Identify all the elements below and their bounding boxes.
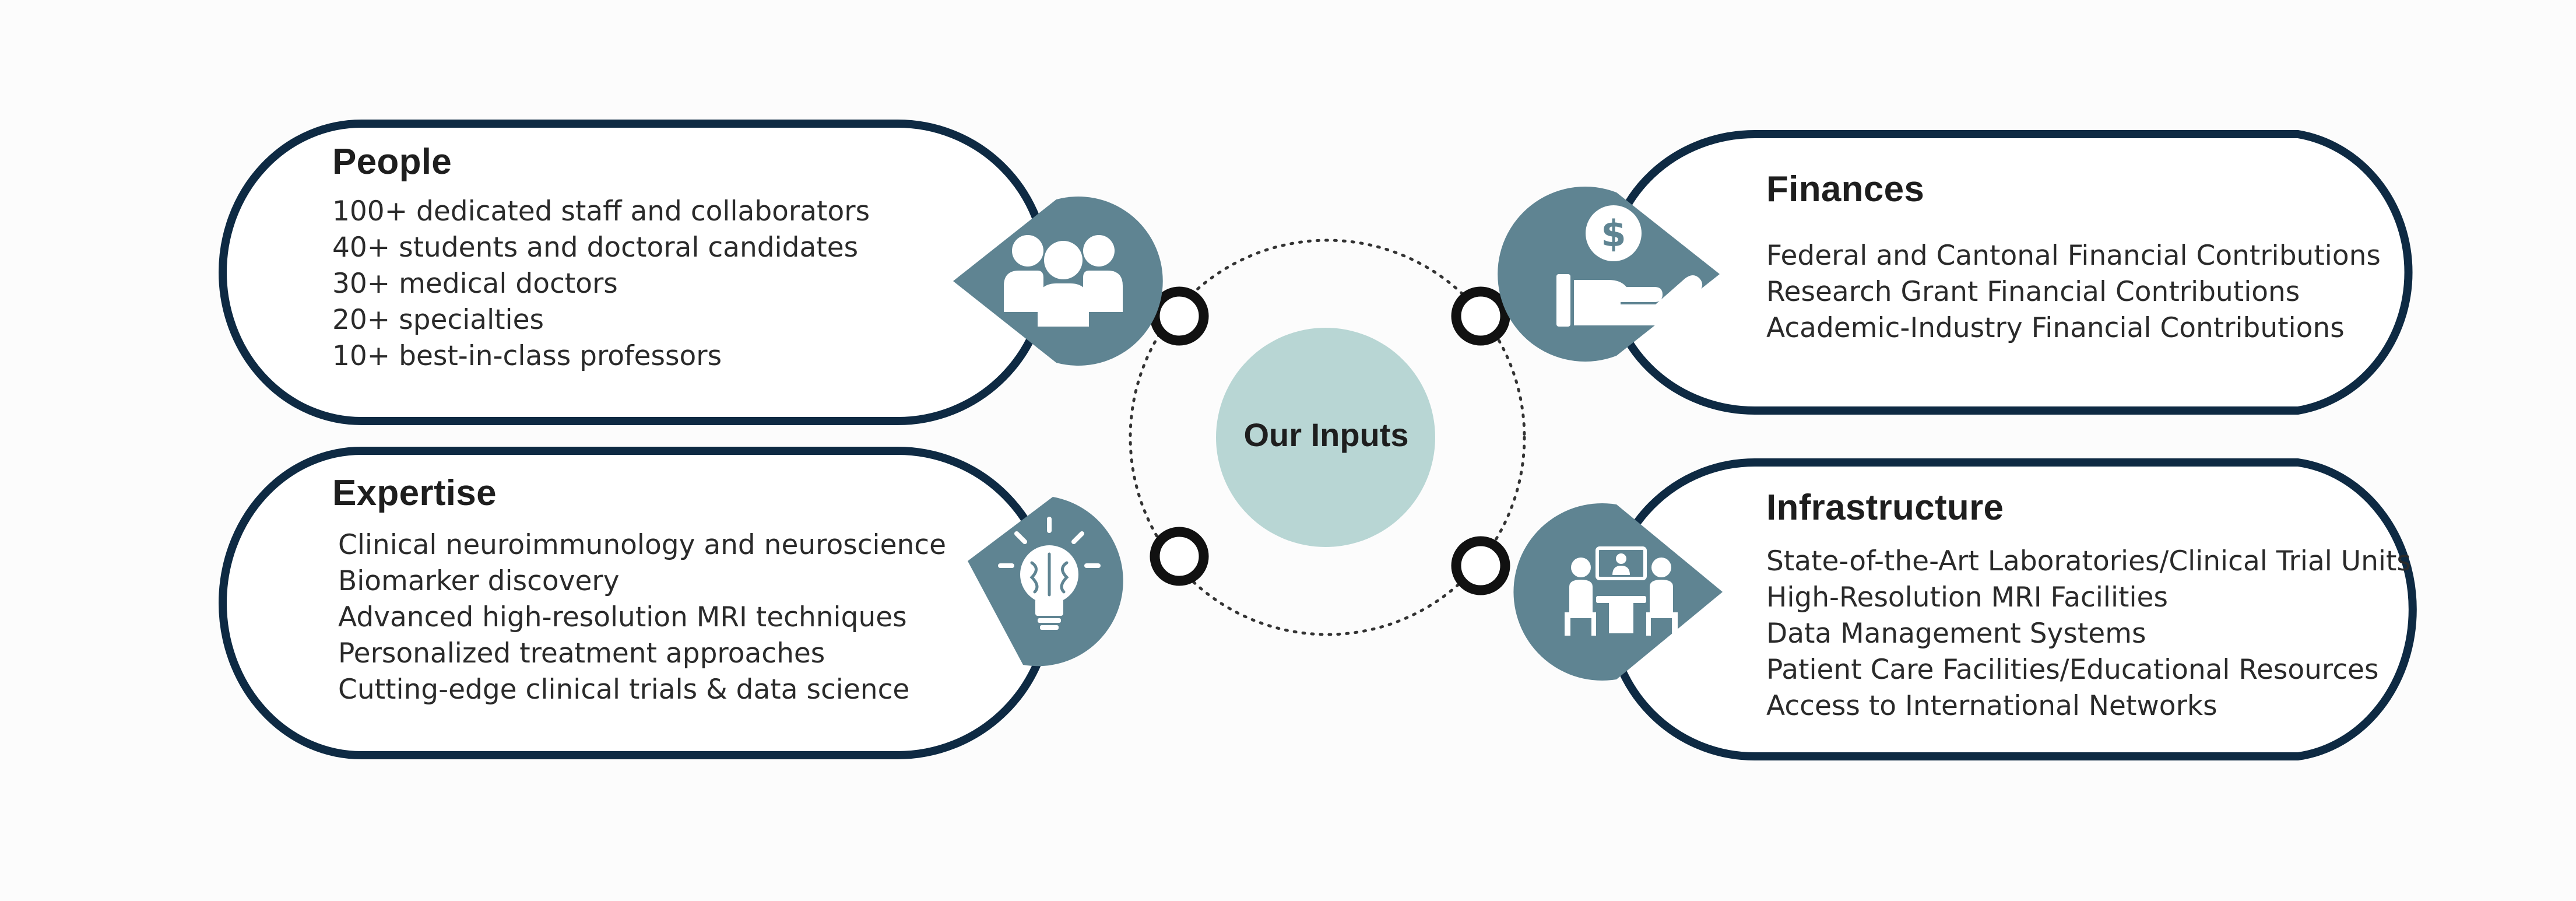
expertise-title: Expertise xyxy=(332,473,497,513)
people-item: 20+ specialties xyxy=(332,304,544,336)
infrastructure-item: Data Management Systems xyxy=(1766,618,2146,650)
connector-ring-bottom-left xyxy=(1150,527,1209,586)
expertise-item: Advanced high-resolution MRI techniques xyxy=(338,601,907,633)
people-item: 100+ dedicated staff and collaborators xyxy=(332,195,870,227)
dotted-ring xyxy=(1129,239,1526,636)
connector-ring-top-right xyxy=(1451,286,1510,346)
people-item: 30+ medical doctors xyxy=(332,268,618,300)
people-item: 40+ students and doctoral candidates xyxy=(332,232,859,264)
infrastructure-title: Infrastructure xyxy=(1766,488,2004,528)
infrastructure-list: State-of-the-Art Laboratories/Clinical T… xyxy=(1766,544,2411,724)
center-label: Our Inputs xyxy=(1243,416,1409,453)
lightbulb-brain-icon xyxy=(968,497,1123,667)
finances-item: Research Grant Financial Contributions xyxy=(1766,276,2300,308)
connector-ring-top-left xyxy=(1150,286,1209,346)
finances-item: Academic-Industry Financial Contribution… xyxy=(1766,312,2345,344)
infrastructure-item: High-Resolution MRI Facilities xyxy=(1766,581,2168,613)
expertise-item: Personalized treatment approaches xyxy=(338,637,825,669)
meeting-screen-icon xyxy=(1513,503,1723,681)
finances-panel-outline xyxy=(1605,130,2413,415)
people-title: People xyxy=(332,142,452,182)
finances-title: Finances xyxy=(1766,169,1925,209)
people-panel-outline xyxy=(219,120,1050,425)
infrastructure-item: State-of-the-Art Laboratories/Clinical T… xyxy=(1766,545,2411,577)
people-item: 10+ best-in-class professors xyxy=(332,340,722,372)
connector-ring-bottom-right xyxy=(1451,536,1510,595)
expertise-item: Cutting-edge clinical trials & data scie… xyxy=(338,674,910,706)
expertise-item: Clinical neuroimmunology and neuroscienc… xyxy=(338,529,947,561)
people-list: 100+ dedicated staff and collaborators 4… xyxy=(332,194,870,374)
finances-item: Federal and Cantonal Financial Contribut… xyxy=(1766,240,2381,272)
hand-holding-dollar-icon: $ xyxy=(1498,187,1720,362)
svg-text:$: $ xyxy=(1601,212,1626,255)
center-circle xyxy=(1216,328,1435,547)
infrastructure-item: Access to International Networks xyxy=(1766,690,2217,722)
infrastructure-item: Patient Care Facilities/Educational Reso… xyxy=(1766,654,2379,686)
expertise-list: Clinical neuroimmunology and neuroscienc… xyxy=(338,527,946,708)
finances-list: Federal and Cantonal Financial Contribut… xyxy=(1766,238,2381,346)
people-group-icon xyxy=(953,197,1163,366)
expertise-item: Biomarker discovery xyxy=(338,565,620,597)
